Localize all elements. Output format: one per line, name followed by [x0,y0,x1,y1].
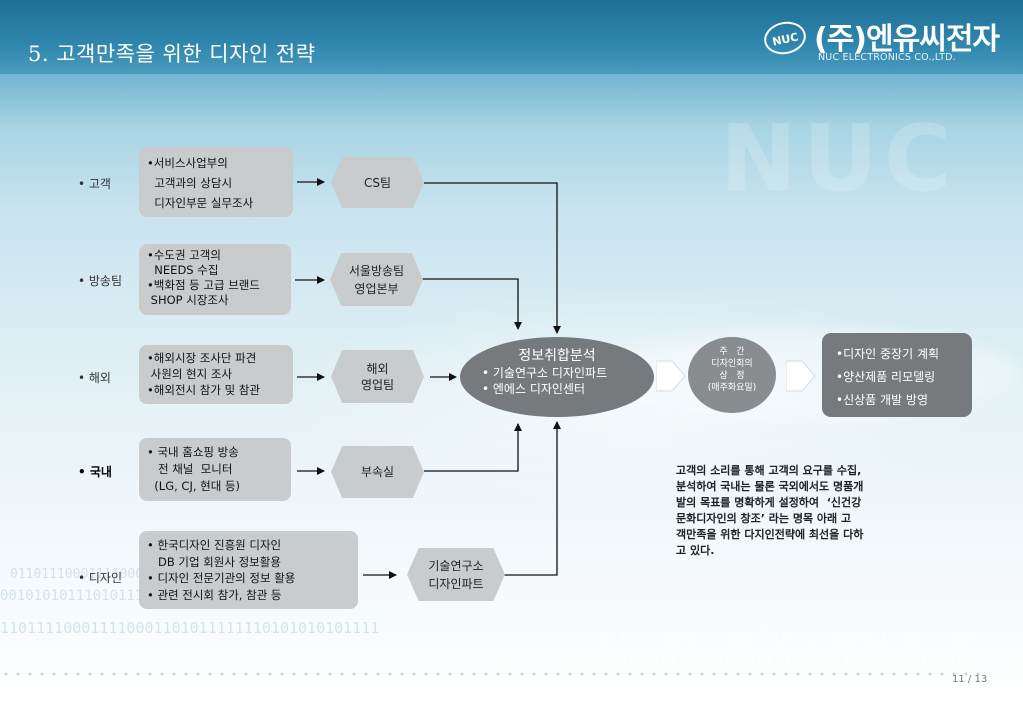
source-box-design: • 한국디자인 진흥원 디자인 DB 기업 회원사 정보활용 • 디자인 전문기… [139,531,358,609]
description-line: 문화디자인의 창조’ 라는 명목 아래 고 [676,512,852,525]
team-broadcast-sales: 서울방송팀 영업본부 [330,253,423,306]
chevron-right-icon [786,360,816,392]
source-line: • 국내 홈쇼핑 방송 [147,445,239,459]
source-line: •서비스사업부의 [147,156,228,170]
team-cs: CS팀 [331,157,424,208]
source-line: 전 채널 모니터 [147,462,233,476]
meeting-line: (매주화요일) [707,383,757,393]
description-line: 발의 목표를 명확하게 설정하여 ‘신건강 [676,496,862,509]
source-box-broadcast: •수도권 고객의 NEEDS 수집 •백화점 등 고급 브랜드 SHOP 시장조… [139,244,291,315]
watermark: NUC [720,105,958,212]
source-line: (LG, CJ, 현대 등) [147,479,241,493]
meeting-line: 디자인회의 [711,359,753,369]
page-number: 11 / 13 [952,674,988,685]
source-line: NEEDS 수집 [147,263,219,277]
team-design-lab: 기술연구소 디자인파트 [407,548,505,601]
source-box-customer: •서비스사업부의 고객과의 상담시 디자인부문 실무조사 [139,147,293,217]
result-item: •신상품 개발 방영 [836,393,928,407]
chevron-right-icon [656,360,686,392]
source-line: • 디자인 전문기관의 정보 활용 [147,571,296,585]
analysis-oval: 정보취합분석 • 기술연구소 디자인파트 • 엔에스 디자인센터 [460,337,654,417]
source-line: •백화점 등 고급 브랜드 [147,278,260,292]
team-annex: 부속실 [331,446,424,498]
source-line: •해외시장 조사단 파견 [147,351,257,365]
logo-subtitle: NUC ELECTRONICS CO.,LTD. [818,52,956,63]
team-label: 디자인파트 [428,576,484,591]
description-line: 객만족을 위한 다지인전략에 최선을 다하 [676,528,864,541]
company-logo: NUC (주)엔유씨전자 NUC ELECTRONICS CO.,LTD. [761,12,1000,68]
team-overseas-sales: 해외 영업팀 [331,350,424,403]
team-label: 기술연구소 [428,558,484,573]
team-label: 부속실 [360,465,395,479]
source-line: • 한국디자인 진흥원 디자인 [147,538,282,552]
source-line: 사원의 현지 조사 [147,367,233,381]
meeting-line: 주 간 [719,347,745,357]
meeting-line: 상 정 [719,371,745,381]
category-domestic: • 국내 [78,465,112,479]
category-customer: • 고객 [78,177,111,191]
header-band [0,0,1023,74]
logo-company-name: (주)엔유씨전자 [814,22,1000,57]
team-label: CS팀 [363,175,392,190]
category-overseas: • 해외 [78,371,111,385]
results-box: •디자인 중장기 계획 •양산제품 리모델링 •신상품 개발 방영 [822,333,972,417]
category-broadcast: • 방송팀 [78,274,123,288]
analysis-title: 정보취합분석 [518,348,596,364]
team-label: 영업본부 [354,281,399,296]
analysis-item: • 기술연구소 디자인파트 [482,366,608,380]
arrow-cs-to-analysis [424,182,561,334]
source-line: •해외전시 참가 및 참관 [147,383,260,397]
source-box-overseas: •해외시장 조사단 파견 사원의 현지 조사 •해외전시 참가 및 참관 [139,345,293,404]
source-box-domestic: • 국내 홈쇼핑 방송 전 채널 모니터 (LG, CJ, 현대 등) [139,438,291,501]
description-line: 고객의 소리를 통해 고객의 요구를 수집, [676,464,862,477]
source-line: •수도권 고객의 [147,248,221,262]
arrow-broadcast-to-analysis [422,278,522,330]
source-line: • 관련 전시회 참가, 참관 등 [147,587,282,602]
team-label: 해외 [366,361,389,376]
dotted-divider [0,672,980,676]
arrow-design-to-analysis [496,421,561,576]
weekly-design-meeting: 주 간 디자인회의 상 정 (매주화요일) [688,337,776,413]
arrow-domestic-to-analysis [424,423,522,472]
description-line: 고 있다. [676,544,715,557]
page-title: 5. 고객만족을 위한 디자인 전략 [28,42,316,66]
source-line: SHOP 시장조사 [147,293,229,307]
team-label: 서울방송팀 [348,263,405,278]
result-item: •디자인 중장기 계획 [836,347,940,361]
analysis-item: • 엔에스 디자인센터 [482,382,586,396]
result-item: •양산제품 리모델링 [836,370,936,384]
category-design: • 디자인 [78,571,123,585]
description-line: 분석하여 국내는 물론 국외에서도 명품개 [676,480,864,493]
source-line: 디자인부문 실무조사 [147,196,254,210]
source-line: 고객과의 상담시 [147,176,233,190]
team-label: 영업팀 [360,377,395,392]
strategy-description: 고객의 소리를 통해 고객의 요구를 수집, 분석하여 국내는 물론 국외에서도… [676,463,934,559]
source-line: DB 기업 회원사 정보활용 [147,554,281,569]
